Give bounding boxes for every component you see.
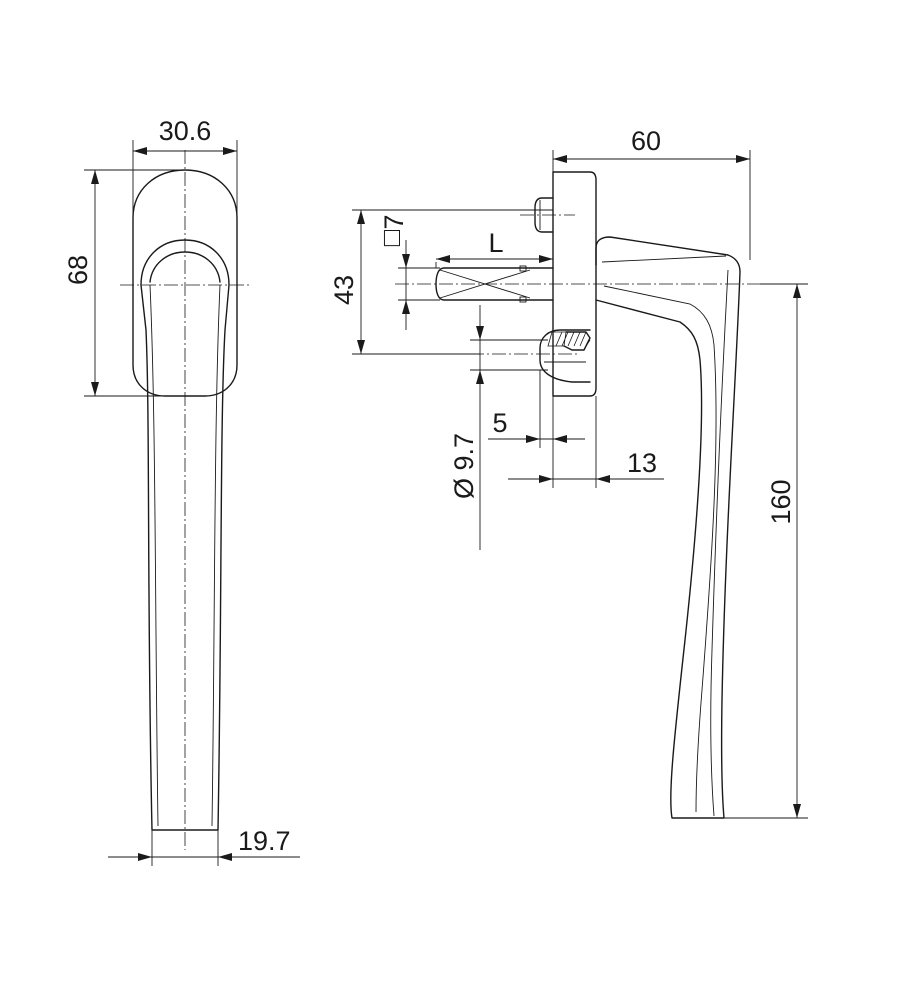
dim-front-bottom-width: 19.7 (238, 826, 291, 856)
dim-screw-spacing: 43 (329, 275, 359, 305)
dim-rose-offset: 5 (492, 408, 507, 438)
dim-side-depth: 60 (631, 126, 661, 156)
front-lever-facet-right (211, 284, 221, 827)
dim-spindle-length: L (488, 228, 503, 258)
dim-square-spindle: 7 (379, 214, 409, 229)
front-rose-outline (132, 169, 238, 397)
side-lower-boss-hatch (547, 331, 591, 347)
front-lever-body (140, 284, 230, 831)
dim-rose-thickness: 13 (627, 448, 657, 478)
dim-handle-length: 160 (766, 479, 796, 524)
side-rose-plate (552, 171, 597, 397)
front-lever-facet-left (149, 284, 159, 827)
dim-screw-diameter: Ø 9.7 (449, 433, 479, 499)
square-symbol: □ (376, 229, 406, 246)
side-lever-outline (595, 236, 741, 819)
side-upper-boss (534, 197, 554, 233)
dim-front-height: 68 (63, 255, 93, 285)
side-lever-inner-edge (603, 285, 717, 813)
front-view: 30.6 68 19.7 (63, 116, 300, 866)
dim-front-width: 30.6 (159, 116, 212, 146)
side-view: 60 43 □ 7 L Ø 9.7 5 (329, 126, 808, 819)
